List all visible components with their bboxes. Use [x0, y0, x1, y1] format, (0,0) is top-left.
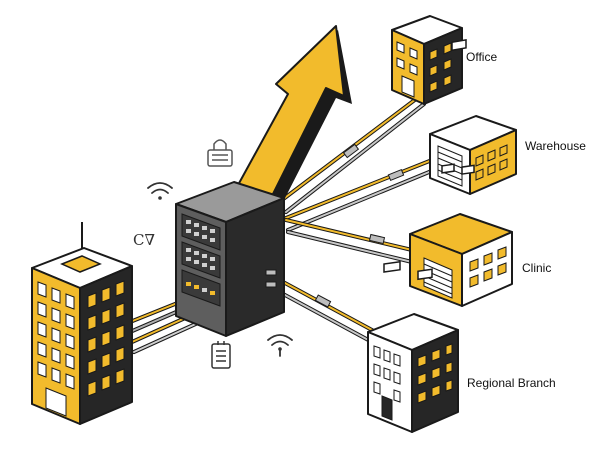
wifi-signal-icon [267, 334, 293, 357]
cable-hub-office [280, 94, 426, 214]
tower-front-windows [37, 281, 75, 417]
clinic-label: Clinic [522, 261, 552, 275]
tower-building-icon [31, 222, 133, 425]
hub-server-rack [175, 181, 285, 337]
cable-hub-branch [270, 274, 374, 344]
rack-side-connectors [265, 269, 277, 288]
rack-ports [186, 220, 215, 295]
clinic-building-icon [409, 163, 513, 307]
cable-hub-warehouse [284, 158, 436, 232]
clinic-door [423, 257, 453, 299]
regional-branch-label: Regional Branch [467, 376, 556, 390]
warehouse-icon [429, 38, 517, 195]
branch-building-icon [367, 260, 459, 433]
wifi-icon [147, 182, 173, 200]
cable-hub-clinic [284, 218, 414, 264]
growth-arrow-icon [231, 25, 352, 210]
office-building-icon [391, 15, 463, 105]
tablet-icon [211, 341, 231, 369]
glyph-annotation: C∇ [133, 231, 155, 249]
tower-side-windows [87, 280, 125, 397]
cable-group [128, 94, 436, 354]
office-label: Office [466, 50, 498, 64]
lock-icon [207, 139, 233, 167]
warehouse-label: Warehouse [525, 139, 586, 153]
